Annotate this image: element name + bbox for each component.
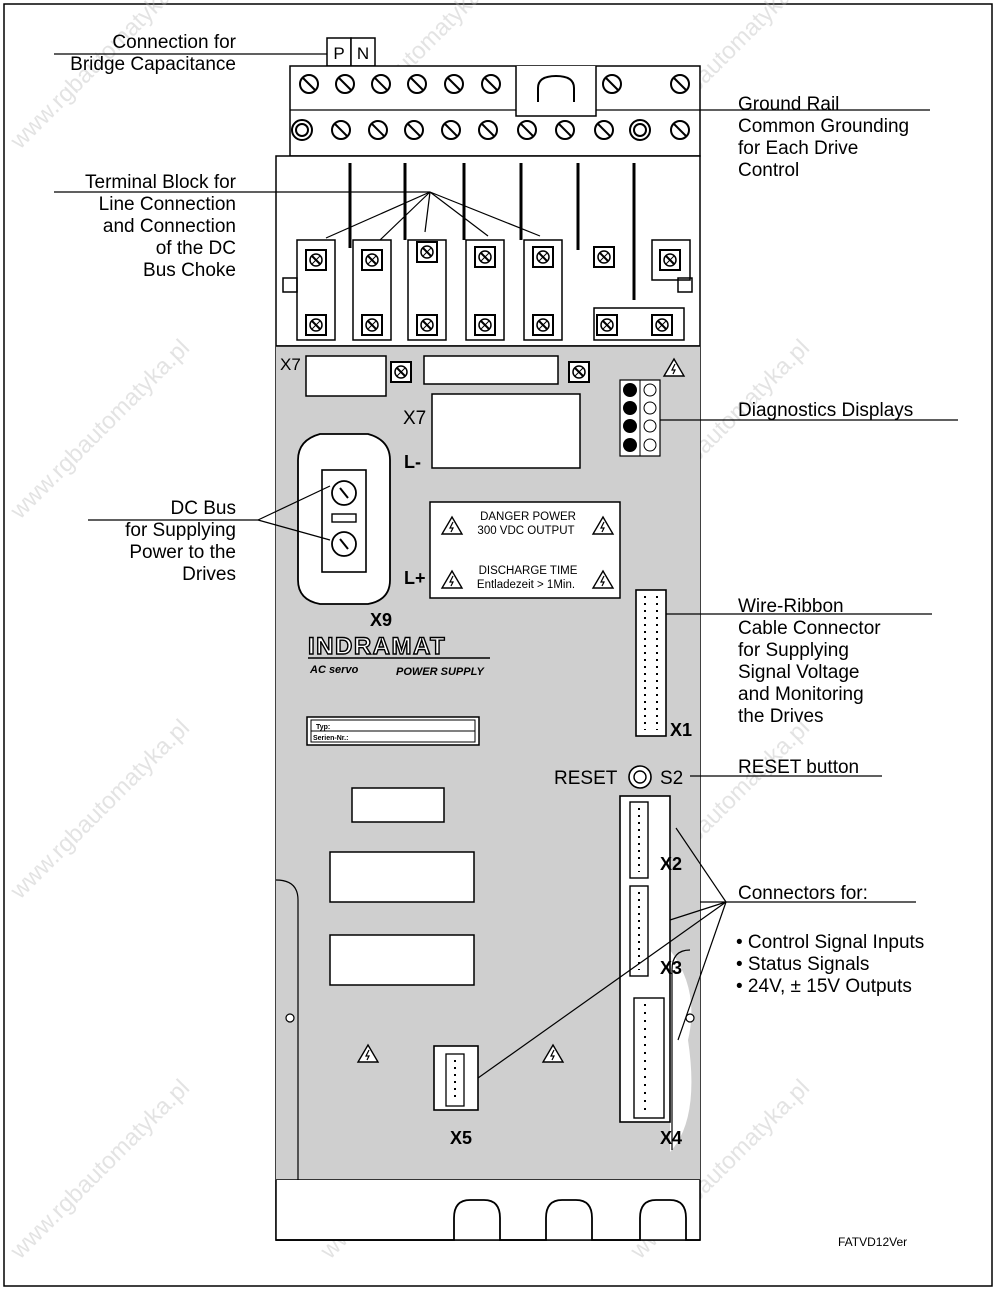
label-dc-bus-text: DC Bus for Supplying Power to the Drives — [125, 498, 236, 585]
label-connector-bullets: • Control Signal Inputs • Status Signals… — [736, 932, 924, 998]
label-bridge-capacitance-text: Connection for Bridge Capacitance — [70, 32, 236, 75]
serien-label: Serien-Nr.: — [313, 735, 348, 742]
power-supply-text: POWER SUPPLY — [396, 666, 485, 678]
bridge-capacitance-terminals: P N — [326, 37, 376, 67]
label-terminal-block: Terminal Block for Line Connection and C… — [85, 172, 236, 282]
label-ribbon: Wire-Ribbon Cable Connector for Supplyin… — [738, 596, 881, 728]
figure-id: FATVD12Ver — [838, 1235, 907, 1249]
page-frame — [3, 3, 993, 1287]
label-reset-button: RESET button — [738, 757, 859, 779]
x7-mid-label: X7 — [403, 408, 426, 429]
label-connectors-for-text: Connectors for: — [738, 883, 868, 904]
label-terminal-block-text: Terminal Block for Line Connection and C… — [85, 172, 236, 281]
x5-connector — [433, 1045, 479, 1111]
panel-cutout-1 — [351, 787, 445, 823]
label-connectors-for: Connectors for: — [738, 883, 868, 905]
leader-lines — [54, 53, 958, 1079]
danger-text-1: DANGER POWER — [480, 511, 576, 523]
diagnostics-leds — [619, 379, 661, 457]
label-ground-rail: Ground Rail Common Grounding for Each Dr… — [738, 94, 909, 182]
s2-label: S2 — [660, 768, 683, 789]
watermark: www.rgbautomatyka.pl — [4, 0, 195, 155]
x2-label: X2 — [660, 854, 682, 874]
x3-label: X3 — [660, 958, 682, 978]
top-slot — [423, 355, 559, 385]
x4-label: X4 — [660, 1128, 682, 1148]
typ-label: Typ: — [316, 724, 330, 731]
label-diagnostics-text: Diagnostics Displays — [738, 400, 914, 421]
warning-plate: DANGER POWER 300 VDC OUTPUT DISCHARGE TI… — [429, 501, 621, 599]
danger-text-2: 300 VDC OUTPUT — [477, 525, 574, 537]
discharge-text-1: DISCHARGE TIME — [479, 565, 578, 577]
watermark: www.rgbautomatyka.pl — [4, 1074, 195, 1265]
x9-label: X9 — [370, 610, 392, 630]
x5-label: X5 — [450, 1128, 472, 1148]
label-diagnostics: Diagnostics Displays — [738, 400, 913, 422]
reset-button[interactable] — [628, 765, 652, 789]
label-dc-bus: DC Bus for Supplying Power to the Drives — [125, 498, 236, 586]
terminal-p-label: P — [333, 44, 344, 63]
x7-top-label: X7 — [280, 355, 301, 374]
label-reset-button-text: RESET button — [738, 757, 860, 778]
brand-text: INDRAMAT — [308, 633, 446, 660]
discharge-text-2: Entladezeit > 1Min. — [477, 579, 575, 591]
dc-bus-connector — [297, 433, 391, 605]
l-minus-label: L- — [404, 452, 421, 472]
top-terminal-block — [289, 65, 701, 157]
label-ground-rail-text: Ground Rail Common Grounding for Each Dr… — [738, 94, 910, 181]
watermark: www.rgbautomatyka.pl — [4, 334, 195, 525]
x7-top-connector — [305, 355, 387, 397]
watermark: www.rgbautomatyka.pl — [4, 714, 195, 905]
x1-label: X1 — [670, 720, 692, 740]
ac-servo-text: AC servo — [309, 664, 359, 676]
indramat-logo: INDRAMAT AC servo POWER SUPPLY — [307, 632, 490, 678]
type-plate: Typ: Serien-Nr.: — [306, 716, 480, 746]
terminal-n-label: N — [357, 44, 369, 63]
bottom-heatsink — [275, 1180, 701, 1241]
x1-ribbon-connector — [635, 589, 667, 737]
panel-cutout-2 — [329, 851, 475, 903]
l-plus-label: L+ — [404, 568, 426, 588]
reset-label: RESET — [554, 768, 618, 789]
label-ribbon-text: Wire-Ribbon Cable Connector for Supplyin… — [738, 596, 881, 727]
label-bridge-capacitance: Connection for Bridge Capacitance — [70, 32, 236, 76]
label-connector-bullets-text: • Control Signal Inputs • Status Signals… — [736, 932, 925, 997]
x7-connector — [431, 393, 581, 469]
panel-cutout-3 — [329, 934, 475, 986]
